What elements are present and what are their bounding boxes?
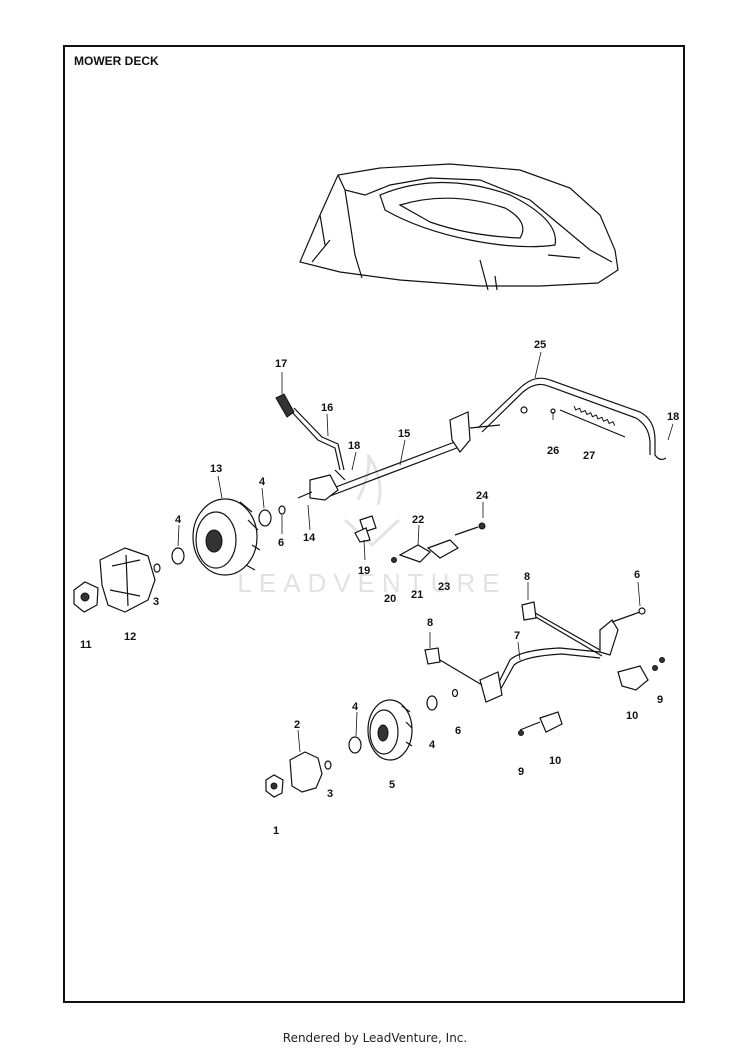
- callout-6c: 6: [455, 725, 461, 737]
- watermark: LEADVENTURE: [237, 568, 506, 598]
- callout-5: 5: [389, 779, 395, 791]
- diagram-title: MOWER DECK: [74, 54, 159, 68]
- callout-21: 21: [411, 589, 423, 601]
- callout-26: 26: [547, 445, 559, 457]
- callout-18b: 18: [667, 411, 679, 423]
- callout-16: 16: [321, 402, 333, 414]
- callout-15: 15: [398, 428, 410, 440]
- callout-labels: 1 2 3 3 4 4 4 4 5 6 6 6 7 8 8 9 9 10 10 …: [80, 339, 679, 837]
- front-hubcap: [265, 751, 323, 798]
- callout-17: 17: [275, 358, 287, 370]
- height-adjust-lever: [275, 393, 346, 481]
- rear-axle-assembly: [297, 411, 501, 501]
- callout-20: 20: [384, 593, 396, 605]
- callout-4a: 4: [259, 476, 266, 488]
- callout-8b: 8: [427, 617, 433, 629]
- callout-19: 19: [358, 565, 370, 577]
- callout-23: 23: [438, 581, 450, 593]
- callout-12: 12: [124, 631, 136, 643]
- callout-11: 11: [80, 639, 92, 651]
- callout-25: 25: [534, 339, 546, 351]
- callout-9a: 9: [657, 694, 663, 706]
- rear-bearings: [153, 505, 286, 573]
- callout-6b: 6: [634, 569, 640, 581]
- upper-axle-rod: [477, 377, 667, 461]
- callout-13: 13: [210, 463, 222, 475]
- front-brackets: [518, 657, 665, 736]
- bracket-parts: [354, 515, 486, 563]
- callout-4d: 4: [429, 739, 436, 751]
- callout-10b: 10: [549, 755, 561, 767]
- front-axle-rod: [424, 601, 646, 703]
- callout-1: 1: [273, 825, 279, 837]
- leader-lines: [177, 351, 674, 753]
- front-wheel: [324, 688, 459, 770]
- callout-18a: 18: [348, 440, 360, 452]
- footer-credit: Rendered by LeadVenture, Inc.: [282, 1031, 468, 1045]
- mower-deck-housing: [299, 163, 619, 291]
- rear-wheel: [192, 498, 261, 576]
- callout-3b: 3: [327, 788, 333, 800]
- callout-6a: 6: [278, 537, 284, 549]
- callout-22: 22: [412, 514, 424, 526]
- callout-27: 27: [583, 450, 595, 462]
- watermark-logo: [343, 454, 401, 548]
- callout-10a: 10: [626, 710, 638, 722]
- callout-4b: 4: [175, 514, 182, 526]
- callout-9b: 9: [518, 766, 524, 778]
- diagram-frame: [63, 45, 685, 1003]
- rear-hubcap: [73, 547, 156, 613]
- callout-3a: 3: [153, 596, 159, 608]
- callout-2: 2: [294, 719, 300, 731]
- callout-24: 24: [476, 490, 489, 502]
- callout-4c: 4: [352, 701, 359, 713]
- callout-7: 7: [514, 630, 520, 642]
- spring: [550, 405, 626, 438]
- callout-8a: 8: [524, 571, 530, 583]
- callout-14: 14: [303, 532, 316, 544]
